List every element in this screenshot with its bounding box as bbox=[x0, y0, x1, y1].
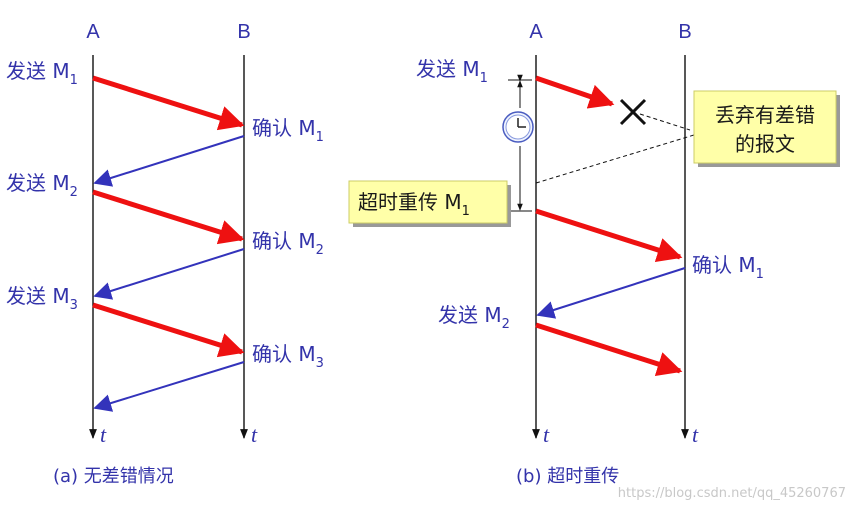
panel-b-discard-dashed-line bbox=[639, 113, 691, 131]
panel-b-time-a-label: t bbox=[543, 422, 550, 447]
panel-a-caption: (a) 无差错情况 bbox=[53, 466, 174, 487]
panel-a-host-a-label: A bbox=[86, 21, 100, 43]
panel-b-retransmit-arrow-m1 bbox=[535, 208, 683, 263]
panel-b-host-b-label: B bbox=[678, 21, 691, 43]
panel-a-send-m3-label: 发送 M3 bbox=[6, 284, 78, 313]
panel-a-ack-m2-label: 确认 M2 bbox=[252, 229, 324, 258]
panel-a-send-m2-label: 发送 M2 bbox=[6, 171, 78, 200]
panel-a-time-a-label: t bbox=[100, 422, 107, 447]
panel-a-data-arrow-m3 bbox=[92, 302, 245, 358]
panel-b-data-arrow-m2 bbox=[535, 322, 683, 377]
panel-b-time-b-label: t bbox=[692, 422, 699, 447]
panel-b-send-m1-label: 发送 M1 bbox=[416, 57, 488, 86]
discard-note-line1: 丢弃有差错 bbox=[715, 103, 815, 127]
panel-b-send-m2-label: 发送 M2 bbox=[438, 303, 510, 332]
panel-a-ack-arrow-m1 bbox=[93, 135, 245, 187]
panel-b-timeout-dashed-line bbox=[535, 134, 695, 184]
panel-b-ack-m1-label: 确认 M1 bbox=[692, 253, 764, 282]
panel-a-ack-m3-label: 确认 M3 bbox=[252, 342, 324, 371]
panel-a-send-m1-label: 发送 M1 bbox=[6, 59, 78, 88]
panel-b-caption: (b) 超时重传 bbox=[516, 466, 619, 487]
clock-icon bbox=[502, 111, 534, 143]
timeout-retransmit-label: 超时重传 M1 bbox=[358, 190, 470, 219]
panel-a-data-arrow-m1 bbox=[92, 75, 245, 131]
panel-b: A B bbox=[348, 21, 840, 487]
panel-b-ack-arrow-m1 bbox=[536, 267, 686, 319]
panel-a-time-b-label: t bbox=[251, 422, 258, 447]
discard-note-line2: 的报文 bbox=[735, 132, 795, 156]
panel-a-ack-m1-label: 确认 M1 bbox=[252, 116, 324, 145]
panel-a-ack-arrow-m2 bbox=[93, 248, 245, 300]
discard-cross-icon bbox=[619, 98, 647, 126]
panel-b-lost-data-arrow bbox=[535, 75, 615, 109]
timeout-retransmit-note: 超时重传 M1 bbox=[348, 180, 511, 227]
panel-a-data-arrow-m2 bbox=[92, 189, 245, 245]
panel-a-ack-arrow-m3 bbox=[93, 361, 245, 412]
panel-a: A B 发送 M1 发送 M2 发送 M3 确认 M1 确认 M2 确认 M3 … bbox=[6, 21, 324, 487]
csdn-watermark: https://blog.csdn.net/qq_45260767 bbox=[618, 486, 846, 501]
timer-bracket bbox=[508, 74, 532, 212]
panel-b-host-a-label: A bbox=[529, 21, 543, 43]
panel-a-host-b-label: B bbox=[237, 21, 250, 43]
discard-note: 丢弃有差错 的报文 bbox=[693, 90, 840, 167]
